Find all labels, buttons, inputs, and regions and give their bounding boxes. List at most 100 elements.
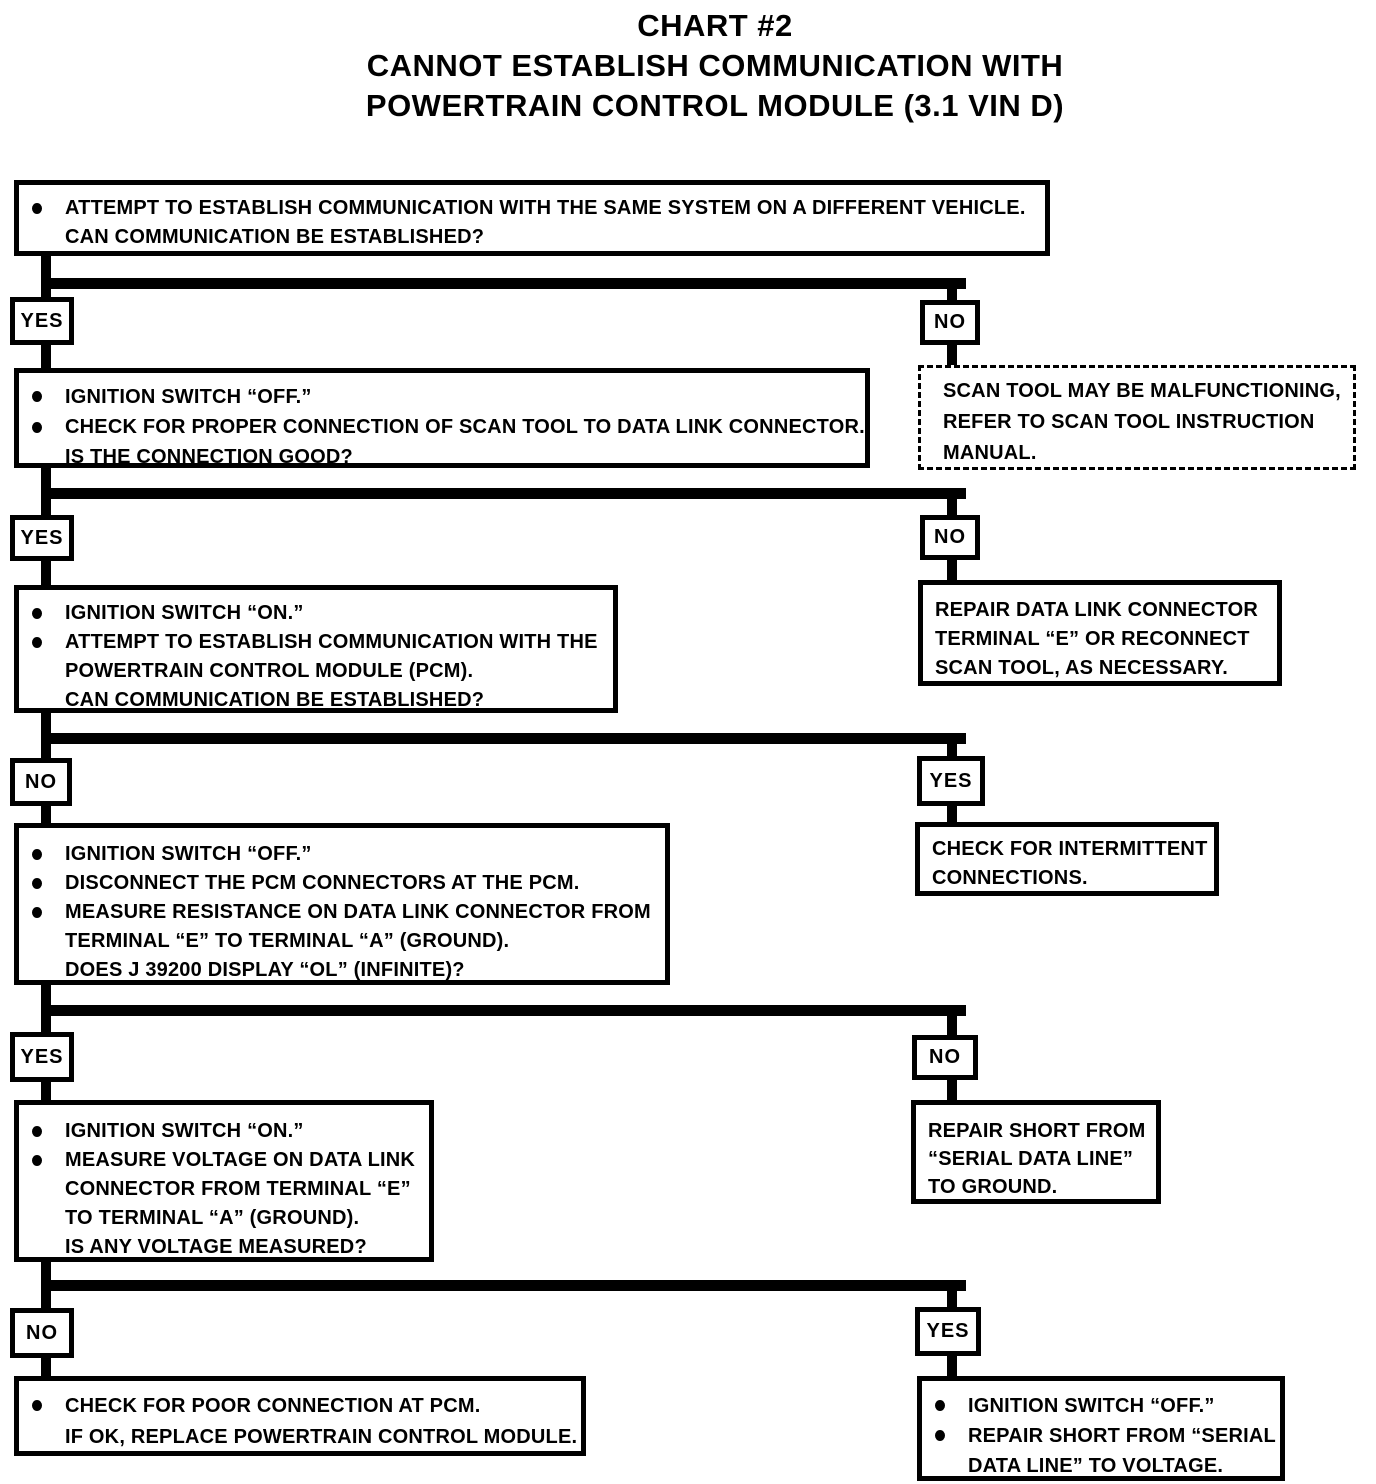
line-text: TERMINAL “E” OR RECONNECT <box>935 628 1250 650</box>
bullet-icon <box>32 203 42 214</box>
connector-line <box>41 711 51 737</box>
decision-label: NO <box>929 1046 961 1068</box>
connector-line <box>41 254 51 280</box>
line-text: IGNITION SWITCH “OFF.” <box>65 386 312 408</box>
line-text: IS THE CONNECTION GOOD? <box>65 446 353 468</box>
chart-title-line1: CHART #2 <box>637 8 793 43</box>
connector-line <box>41 1289 51 1310</box>
bullet-icon <box>32 422 42 433</box>
decision-yes-4: YES <box>10 1032 74 1082</box>
flow-step-line: REPAIR SHORT FROM <box>916 1117 1148 1145</box>
flow-step-line: ATTEMPT TO ESTABLISH COMMUNICATION WITH … <box>19 194 1037 223</box>
bullet-icon <box>32 637 42 648</box>
flow-step-line: CONNECTIONS. <box>920 864 1206 893</box>
line-text: REPAIR SHORT FROM <box>928 1120 1146 1142</box>
flow-step-line: IGNITION SWITCH “OFF.” <box>19 840 657 869</box>
line-text: IGNITION SWITCH “OFF.” <box>968 1395 1215 1417</box>
chart-title: CHART #2 CANNOT ESTABLISH COMMUNICATION … <box>55 6 1375 126</box>
flow-step-line: MEASURE VOLTAGE ON DATA LINK <box>19 1146 421 1175</box>
flow-step-line: CHECK FOR PROPER CONNECTION OF SCAN TOOL… <box>19 412 865 442</box>
line-text: POWERTRAIN CONTROL MODULE (PCM). <box>65 660 474 682</box>
line-text: CHECK FOR PROPER CONNECTION OF SCAN TOOL… <box>65 416 865 438</box>
connector-line <box>41 742 51 760</box>
flow-step-line: REPAIR SHORT FROM “SERIAL <box>922 1421 1276 1451</box>
line-text: TO TERMINAL “A” (GROUND). <box>65 1207 360 1229</box>
flow-step-line: POWERTRAIN CONTROL MODULE (PCM). <box>19 657 605 686</box>
connector-line <box>41 278 966 289</box>
line-text: MANUAL. <box>943 442 1037 464</box>
line-text: SCAN TOOL MAY BE MALFUNCTIONING, <box>943 380 1341 402</box>
line-text: IS ANY VOLTAGE MEASURED? <box>65 1236 367 1258</box>
flow-step-line: CAN COMMUNICATION BE ESTABLISHED? <box>19 686 605 715</box>
decision-yes-5: YES <box>915 1307 981 1356</box>
line-text: TO GROUND. <box>928 1176 1058 1198</box>
connector-line <box>947 1078 957 1102</box>
connector-line <box>41 1014 51 1034</box>
line-text: “SERIAL DATA LINE” <box>928 1148 1134 1170</box>
flow-step-line: CHECK FOR POOR CONNECTION AT PCM. <box>19 1391 573 1422</box>
node-repair-short-to-voltage: IGNITION SWITCH “OFF.” REPAIR SHORT FROM… <box>917 1376 1285 1481</box>
connector-line <box>947 497 957 517</box>
connector-line <box>947 558 957 582</box>
decision-no-4: NO <box>912 1035 978 1080</box>
decision-no-2: NO <box>920 515 980 560</box>
chart-title-line3: POWERTRAIN CONTROL MODULE (3.1 VIN D) <box>365 88 1065 123</box>
bullet-icon <box>32 1400 42 1411</box>
connector-line <box>41 983 51 1009</box>
flow-step-line: DOES J 39200 DISPLAY “OL” (INFINITE)? <box>19 956 657 985</box>
flow-step-line: DATA LINE” TO VOLTAGE. <box>922 1451 1272 1481</box>
line-text: TERMINAL “E” TO TERMINAL “A” (GROUND). <box>65 930 510 952</box>
flow-step-line: SCAN TOOL MAY BE MALFUNCTIONING, <box>931 376 1345 407</box>
connector-line <box>41 1005 966 1016</box>
line-text: DATA LINE” TO VOLTAGE. <box>968 1455 1224 1477</box>
flow-step-line: TERMINAL “E” OR RECONNECT <box>923 625 1269 654</box>
flow-step-line: IGNITION SWITCH “ON.” <box>19 599 605 628</box>
node-repair-dlc-terminal-e: REPAIR DATA LINK CONNECTOR TERMINAL “E” … <box>918 580 1282 686</box>
decision-label: YES <box>929 769 973 792</box>
connector-line <box>41 804 51 825</box>
connector-line <box>41 559 51 587</box>
decision-label: NO <box>934 526 966 548</box>
connector-line <box>947 287 957 302</box>
flow-step-line: CONNECTOR FROM TERMINAL “E” <box>19 1175 421 1204</box>
node-attempt-communication-pcm: IGNITION SWITCH “ON.” ATTEMPT TO ESTABLI… <box>14 585 618 713</box>
node-scan-tool-malfunctioning: SCAN TOOL MAY BE MALFUNCTIONING, REFER T… <box>918 365 1356 470</box>
decision-label: NO <box>25 770 57 793</box>
connector-line <box>41 287 51 299</box>
node-attempt-communication-other-vehicle: ATTEMPT TO ESTABLISH COMMUNICATION WITH … <box>14 180 1050 256</box>
line-text: MEASURE VOLTAGE ON DATA LINK <box>65 1149 416 1171</box>
decision-label: YES <box>20 526 64 549</box>
flow-step-line: CAN COMMUNICATION BE ESTABLISHED? <box>19 223 1037 252</box>
bullet-icon <box>32 391 42 402</box>
connector-line <box>41 1080 51 1102</box>
chart-title-line2: CANNOT ESTABLISH COMMUNICATION WITH <box>366 48 1064 83</box>
bullet-icon <box>32 1155 42 1166</box>
flow-step-line: IS THE CONNECTION GOOD? <box>19 442 857 472</box>
line-text: IGNITION SWITCH “ON.” <box>65 1120 304 1142</box>
line-text: ATTEMPT TO ESTABLISH COMMUNICATION WITH … <box>65 197 1026 219</box>
connector-line <box>41 733 966 744</box>
bullet-icon <box>32 878 42 889</box>
decision-label: NO <box>934 311 966 333</box>
decision-label: YES <box>20 309 64 332</box>
line-text: IF OK, REPLACE POWERTRAIN CONTROL MODULE… <box>65 1426 578 1448</box>
flow-step-line: IGNITION SWITCH “OFF.” <box>19 382 857 412</box>
line-text: CONNECTOR FROM TERMINAL “E” <box>65 1178 411 1200</box>
line-text: ATTEMPT TO ESTABLISH COMMUNICATION WITH … <box>65 631 598 653</box>
line-text: IGNITION SWITCH “ON.” <box>65 602 304 624</box>
flow-step-line: CHECK FOR INTERMITTENT <box>920 835 1207 864</box>
line-text: CAN COMMUNICATION BE ESTABLISHED? <box>65 689 485 711</box>
node-measure-resistance-dlc: IGNITION SWITCH “OFF.” DISCONNECT THE PC… <box>14 823 670 985</box>
decision-yes-2: YES <box>10 515 74 561</box>
node-measure-voltage-dlc: IGNITION SWITCH “ON.” MEASURE VOLTAGE ON… <box>14 1100 434 1262</box>
bullet-icon <box>32 907 42 918</box>
bullet-icon <box>32 849 42 860</box>
flow-step-line: IGNITION SWITCH “OFF.” <box>922 1391 1272 1421</box>
flow-step-line: TO GROUND. <box>916 1173 1148 1201</box>
flow-step-line: IGNITION SWITCH “ON.” <box>19 1117 421 1146</box>
connector-line <box>947 1289 957 1309</box>
line-text: REPAIR SHORT FROM “SERIAL <box>968 1425 1276 1447</box>
connector-line <box>41 343 51 370</box>
bullet-icon <box>32 608 42 619</box>
line-text: REPAIR DATA LINK CONNECTOR <box>935 599 1258 621</box>
